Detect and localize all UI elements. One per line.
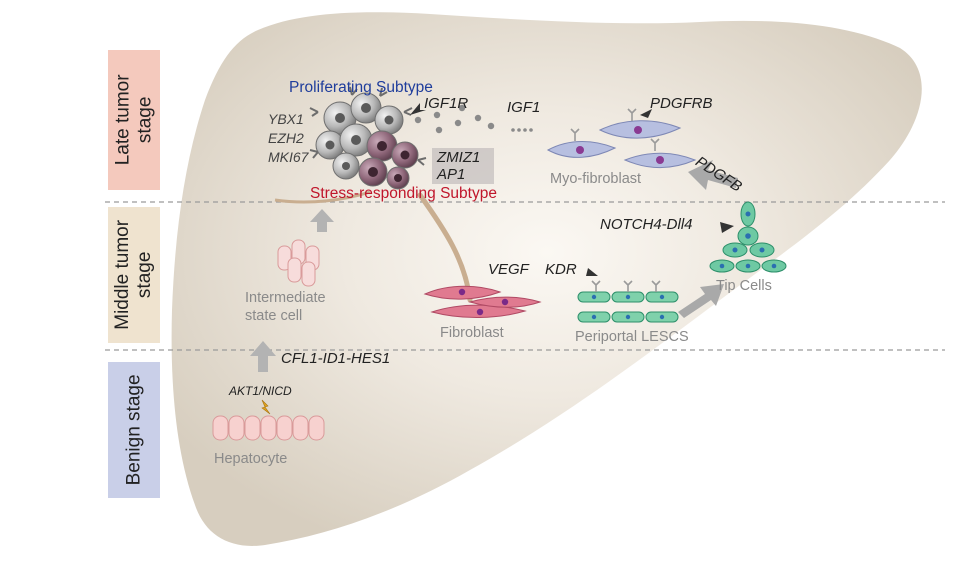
intermediate-state-cells (277, 239, 320, 287)
lescs-to-tip-arrow (678, 284, 724, 318)
gene-notch4-dll4: NOTCH4-Dll4 (600, 216, 693, 233)
pdgfb-arrow (688, 160, 738, 190)
gene-vegf: VEGF (488, 261, 529, 278)
gene-zmiz1: ZMIZ1 (437, 149, 481, 166)
igf1r-arrowhead (410, 103, 426, 115)
gene-akt1-nicd: AKT1/NICD (229, 384, 292, 398)
proliferating-subtype-label: Proliferating Subtype (289, 79, 433, 96)
gene-kdr: KDR (545, 261, 577, 278)
intermediate-stalk (274, 190, 371, 204)
intermediate-state-label-1: Intermediate (245, 290, 326, 306)
intermediate-state-label-2: state cell (245, 308, 303, 324)
gene-cfl1-id1-hes1: CFL1-ID1-HES1 (281, 350, 391, 367)
tip-cells-label: Tip Cells (716, 278, 772, 294)
kdr-arrowhead (586, 268, 598, 276)
gene-ap1: AP1 (437, 166, 466, 183)
gene-mki67: MKI67 (268, 149, 309, 165)
notch-arrowhead (720, 222, 734, 233)
pdgfrb-arrowhead (640, 109, 652, 118)
hepatocyte-cells (212, 415, 325, 441)
myofibroblast-cells (546, 108, 697, 168)
gene-pdgfrb: PDGFRB (650, 95, 713, 112)
fibroblast-label: Fibroblast (440, 325, 504, 341)
zmiz1-ap1-box (432, 148, 494, 184)
gene-ezh2: EZH2 (268, 130, 304, 146)
periportal-lescs-label: Periportal LESCS (575, 329, 689, 345)
hepatocyte-label: Hepatocyte (214, 451, 288, 467)
intermediate-to-tumor-arrow (310, 209, 334, 232)
stage-benign-box: Benign stage (108, 362, 160, 498)
gene-igf1: IGF1 (507, 99, 541, 116)
tumor-cell-cluster (309, 86, 427, 190)
stage-benign-label: Benign stage (123, 374, 145, 486)
akt1-mutation-marker (261, 399, 271, 415)
stress-responding-subtype-label: Stress-responding Subtype (310, 185, 497, 202)
hepatocyte-to-intermediate-arrow (250, 341, 276, 372)
myofibroblast-label: Myo-fibroblast (550, 171, 642, 187)
gene-ybx1: YBX1 (268, 111, 304, 127)
igf1-ligand-dots (414, 104, 533, 134)
gene-igf1r: IGF1R (424, 95, 469, 112)
